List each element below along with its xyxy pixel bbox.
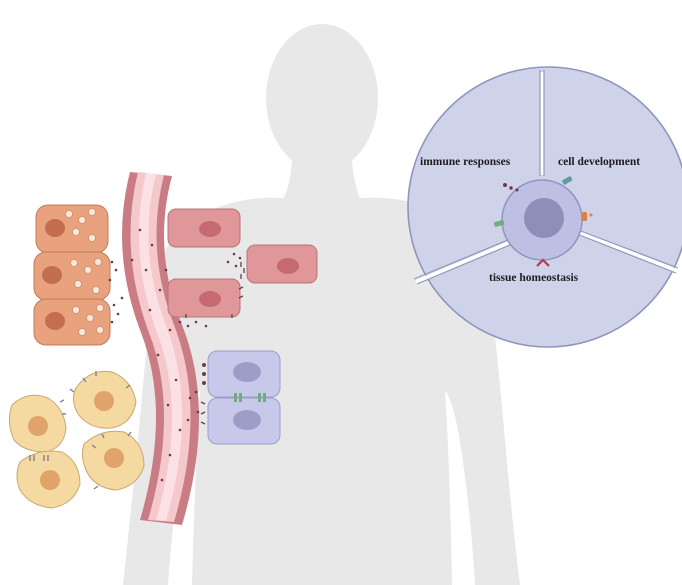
blue-cell [208,398,280,444]
red-cell [168,279,240,317]
yellow-cell [9,395,66,452]
orange-cell-cluster [34,205,123,345]
label-cell-development: cell development [558,156,640,168]
yellow-cell [73,371,136,428]
yellow-cell-cluster [9,371,144,508]
blue-cell [208,351,280,397]
red-cell [247,245,317,283]
label-immune-responses: immune responses [420,156,510,168]
red-cell [168,209,240,247]
magnified-view-circle [408,67,682,347]
secreted-signal-dots [109,261,124,324]
yellow-cell [82,431,144,490]
label-tissue-homeostasis: tissue homeostasis [489,272,578,284]
